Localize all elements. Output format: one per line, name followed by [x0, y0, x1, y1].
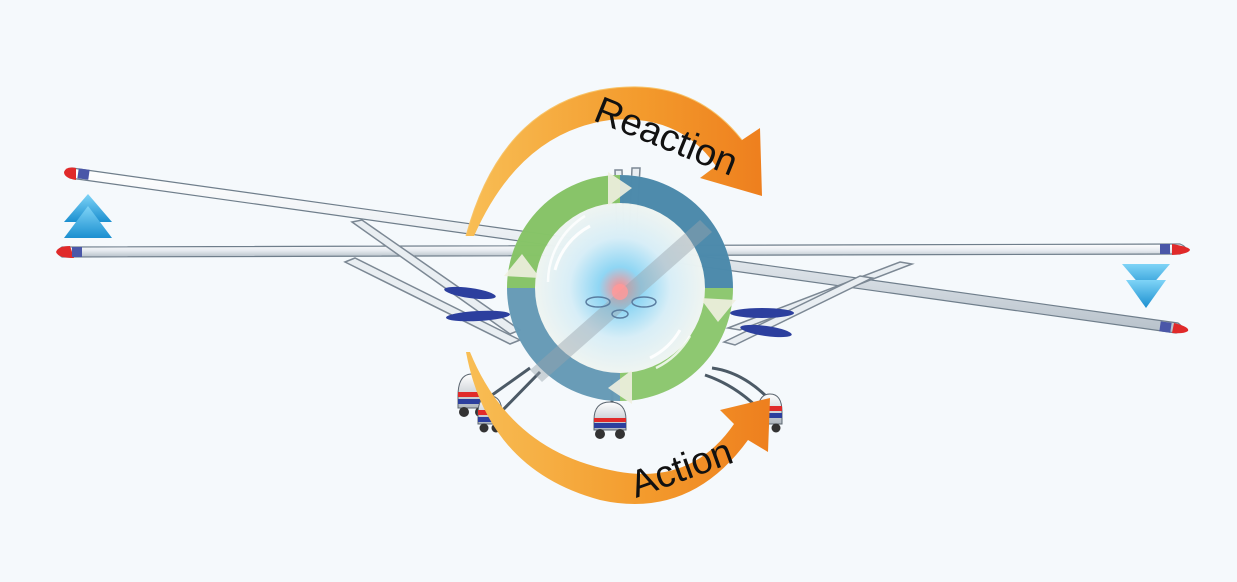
wing-tip-right-tilted: [1172, 323, 1189, 334]
roll-up-arrow: [64, 194, 112, 238]
action-arrow: [466, 352, 770, 504]
wheel-nose: [593, 401, 627, 439]
propeller-disc: [504, 172, 736, 404]
wing-tip-left-level: [56, 246, 74, 258]
triangle-down-icon: [1122, 264, 1170, 292]
wheel-fairings: [444, 286, 794, 338]
wing-tip-right-level: [1172, 244, 1190, 255]
roll-down-arrow: [1122, 264, 1170, 308]
reaction-arrow: [465, 86, 762, 237]
wing-tip-left-tilted: [64, 167, 76, 180]
